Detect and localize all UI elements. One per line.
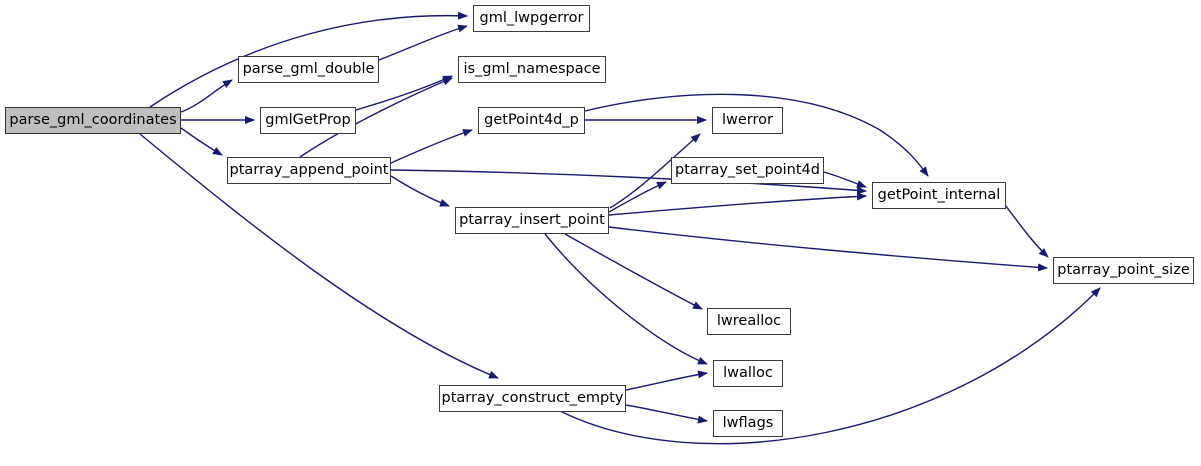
node-parse_gml_double[interactable]: parse_gml_double (238, 56, 379, 83)
node-is_gml_namespace[interactable]: is_gml_namespace (458, 56, 606, 83)
node-parse_gml_coordinates[interactable]: parse_gml_coordinates (5, 107, 181, 134)
node-label: parse_gml_coordinates (9, 112, 177, 129)
node-label: getPoint_internal (877, 187, 1001, 204)
call-edge (608, 181, 667, 213)
node-lwalloc[interactable]: lwalloc (713, 360, 783, 387)
node-label: ptarray_append_point (229, 162, 389, 179)
node-gml_lwpgerror[interactable]: gml_lwpgerror (473, 5, 590, 32)
call-edge (625, 404, 708, 424)
node-ptarray_construct_empty[interactable]: ptarray_construct_empty (439, 385, 626, 412)
node-ptarray_append_point[interactable]: ptarray_append_point (227, 157, 391, 184)
call-edge (823, 171, 867, 188)
node-label: getPoint4d_p (484, 112, 579, 129)
node-ptarray_set_point4d[interactable]: ptarray_set_point4d (671, 157, 824, 184)
call-edge (608, 226, 1048, 272)
node-ptarray_point_size[interactable]: ptarray_point_size (1053, 257, 1194, 284)
node-label: lwrealloc (716, 313, 782, 330)
node-label: is_gml_namespace (463, 61, 601, 78)
node-label: ptarray_set_point4d (675, 162, 820, 179)
call-edge (608, 192, 867, 216)
call-edge (390, 175, 450, 207)
node-lwflags[interactable]: lwflags (713, 410, 783, 437)
node-lwrealloc[interactable]: lwrealloc (707, 308, 791, 335)
node-ptarray_insert_point[interactable]: ptarray_insert_point (455, 207, 609, 234)
call-edge (544, 233, 708, 365)
call-edge (1005, 205, 1049, 258)
call-edge (180, 79, 233, 113)
node-label: lwerror (722, 112, 773, 129)
call-edge (559, 287, 1101, 445)
node-label: gmlGetProp (265, 112, 351, 129)
call-edge (390, 129, 473, 164)
node-label: ptarray_insert_point (459, 212, 605, 229)
node-gmlGetProp[interactable]: gmlGetProp (260, 107, 356, 134)
node-label: gml_lwpgerror (479, 10, 584, 27)
call-edge (378, 24, 468, 61)
call-edge (625, 370, 708, 391)
call-edge (564, 233, 703, 310)
node-label: ptarray_point_size (1057, 262, 1190, 279)
node-getPoint4d_p[interactable]: getPoint4d_p (478, 107, 585, 134)
node-label: parse_gml_double (242, 61, 375, 78)
node-getPoint_internal[interactable]: getPoint_internal (872, 182, 1006, 209)
call-edge (180, 127, 223, 156)
node-lwerror[interactable]: lwerror (712, 107, 783, 134)
node-label: ptarray_construct_empty (441, 390, 624, 407)
node-label: lwalloc (723, 365, 773, 382)
node-label: lwflags (722, 415, 774, 432)
